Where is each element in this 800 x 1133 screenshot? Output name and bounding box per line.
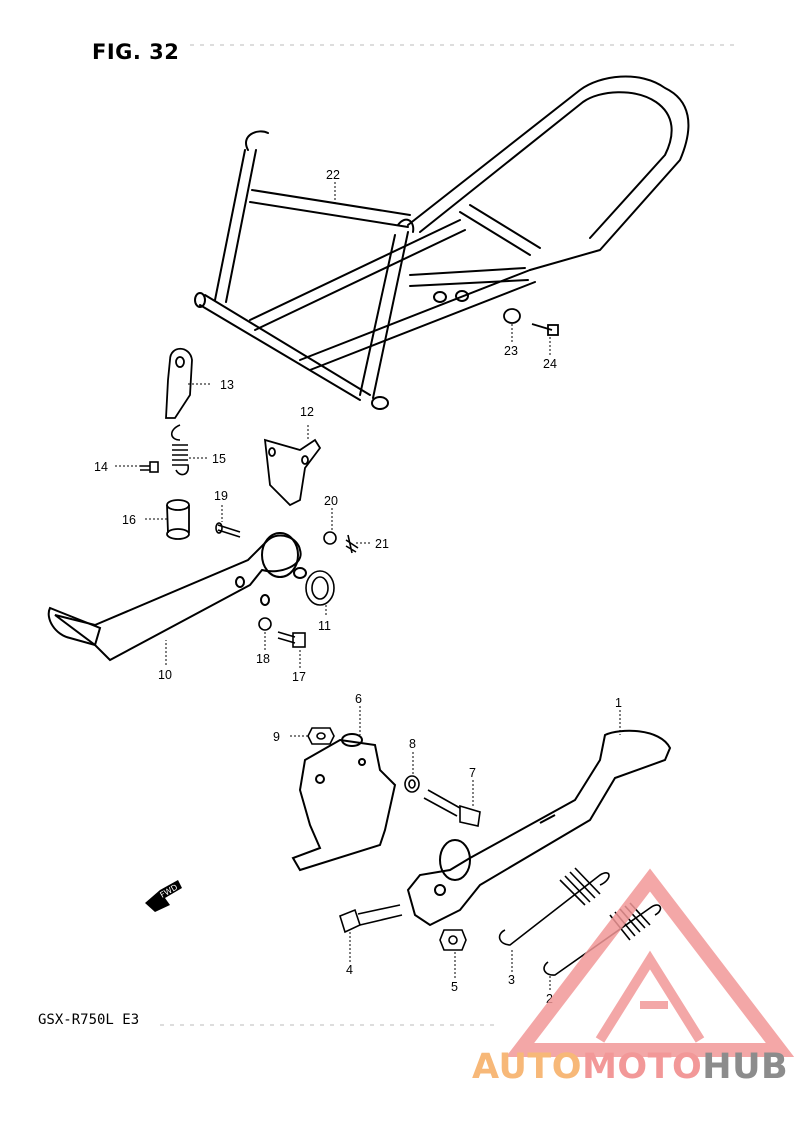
- part-label-24: 24: [543, 357, 557, 371]
- part-label-13: 13: [220, 378, 234, 392]
- stand-springs: [498, 867, 662, 976]
- watermark-part-hub: HUB: [702, 1047, 789, 1087]
- part-label-21: 21: [375, 537, 389, 551]
- part-label-20: 20: [324, 494, 338, 508]
- collar-and-bolt: [503, 308, 559, 336]
- watermark-part-moto: MOTO: [582, 1047, 703, 1087]
- watermark-text: AUTOMOTOHUB: [472, 1047, 788, 1087]
- page-guides: [160, 44, 740, 1026]
- part-label-4: 4: [346, 963, 353, 977]
- part-label-10: 10: [158, 668, 172, 682]
- side-stand-bracket: [291, 733, 397, 872]
- part-label-16: 16: [122, 513, 136, 527]
- part-label-8: 8: [409, 737, 416, 751]
- watermark-part-auto: AUTO: [472, 1047, 583, 1087]
- part-label-7: 7: [469, 766, 476, 780]
- forward-direction-arrow-icon: FWD: [145, 880, 182, 912]
- part-label-6: 6: [355, 692, 362, 706]
- small-bolt: [140, 461, 159, 473]
- part-label-9: 9: [273, 730, 280, 744]
- part-label-2: 2: [546, 992, 553, 1006]
- figure-title: FIG. 32: [92, 40, 180, 64]
- return-spring: [170, 424, 190, 476]
- part-label-19: 19: [214, 489, 228, 503]
- part-label-1: 1: [615, 696, 622, 710]
- spring-hook-bracket: [165, 347, 193, 419]
- brake-pedal-sleeve: [166, 499, 190, 540]
- pedal-guard-plate: [263, 438, 322, 507]
- part-label-3: 3: [508, 973, 515, 987]
- part-label-22: 22: [326, 168, 340, 182]
- pedal-bolt-nut: [258, 617, 306, 648]
- part-label-12: 12: [300, 405, 314, 419]
- part-label-14: 14: [94, 460, 108, 474]
- brake-pedal: [47, 532, 307, 662]
- part-label-15: 15: [212, 452, 226, 466]
- watermark-logo-icon: [505, 868, 795, 1057]
- part-label-11: 11: [318, 619, 331, 633]
- pedal-hardware: [215, 522, 359, 606]
- stand-pivot-bolt-nut: [339, 904, 467, 951]
- part-number-labels: 22 23 24 13 12 15 14 19 20 16 21 11 18 1…: [94, 168, 622, 1006]
- fwd-badge-text: FWD: [159, 883, 180, 900]
- leader-lines: [115, 182, 621, 990]
- model-code: GSX-R750L E3: [38, 1012, 140, 1028]
- rear-stand-frame: [194, 75, 690, 410]
- part-label-17: 17: [292, 670, 306, 684]
- part-label-23: 23: [504, 344, 518, 358]
- part-label-5: 5: [451, 980, 458, 994]
- side-stand: [406, 729, 672, 927]
- part-label-18: 18: [256, 652, 270, 666]
